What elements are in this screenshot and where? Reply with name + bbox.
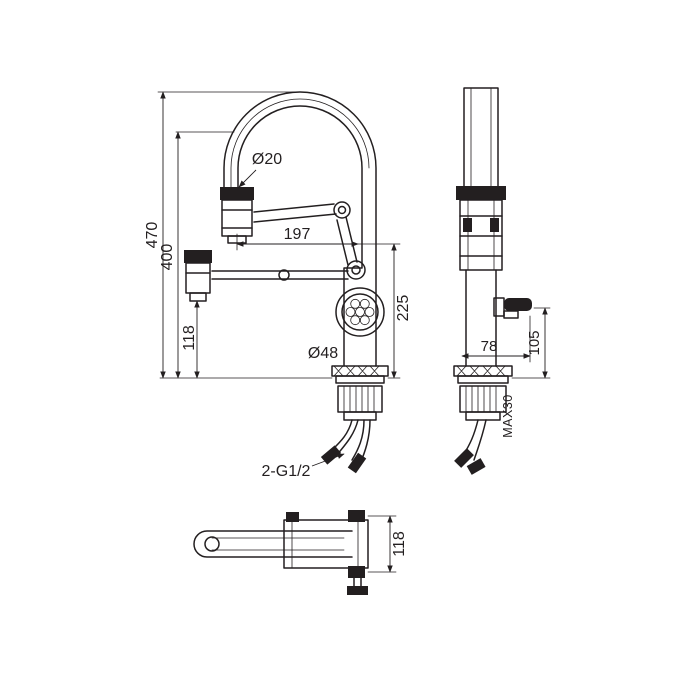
dim-225: 225 (357, 243, 412, 379)
top-view: 118 (193, 510, 408, 595)
dim-78: 78 (461, 315, 531, 363)
dim-105: 105 (511, 307, 551, 379)
front-aerator-face (335, 287, 385, 337)
dia48-label: Ø48 (308, 345, 338, 362)
dim-400-label: 400 (159, 244, 176, 271)
dim-118-top: 118 (367, 515, 408, 573)
dim-197: 197 (236, 226, 359, 251)
front-spray-head (220, 187, 254, 244)
label-max30: MAX30 (501, 394, 515, 438)
dim-400: 400 (159, 131, 235, 379)
label-dia48: Ø48 (308, 345, 338, 362)
front-docked-spray-head (184, 250, 349, 302)
label-thread: 2-G1/2 (262, 453, 345, 480)
label-dia20: Ø20 (238, 151, 282, 188)
front-view: 470 400 118 225 197 Ø20 Ø48 (144, 91, 412, 480)
dim-225-label: 225 (395, 295, 412, 322)
front-base (331, 365, 389, 421)
max30-label: MAX30 (501, 394, 515, 438)
dim-470: 470 (144, 91, 333, 379)
front-swivel-arm (253, 201, 366, 280)
dim-470-label: 470 (144, 222, 161, 249)
dia20-label: Ø20 (252, 151, 282, 168)
thread-label: 2-G1/2 (262, 463, 311, 480)
side-base (453, 365, 513, 475)
side-view: 78 105 MAX30 (453, 87, 551, 475)
side-handle (493, 297, 532, 319)
dim-118-front: 118 (181, 300, 204, 379)
front-supply-hoses (320, 419, 371, 474)
dim-197-label: 197 (284, 226, 311, 243)
dim-118-top-label: 118 (391, 531, 408, 557)
dim-118-front-label: 118 (181, 325, 198, 351)
dim-78-label: 78 (481, 338, 498, 355)
top-outline (193, 510, 369, 595)
dim-105-label: 105 (526, 330, 543, 355)
side-tube (456, 87, 506, 367)
